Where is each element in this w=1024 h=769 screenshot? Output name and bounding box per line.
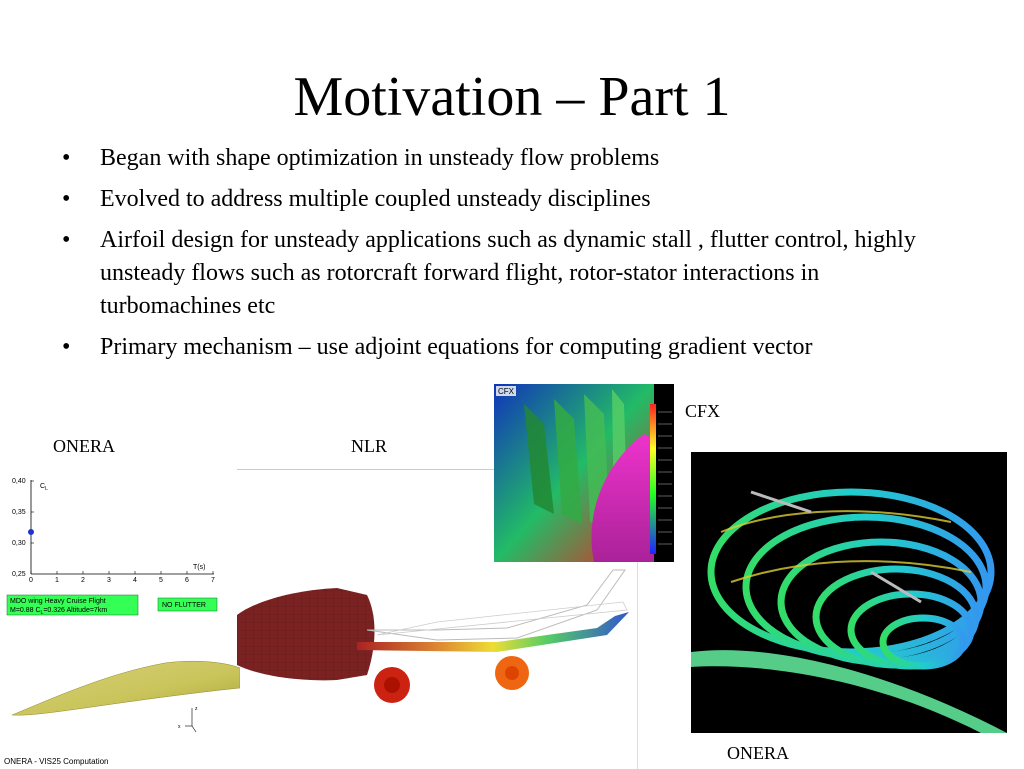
figure-footer: ONERA - VIS25 Computation [4,757,109,766]
y-tick-label: 0,30 [12,540,26,547]
onera-vortex-figure [691,452,1007,733]
bullet-item: • Primary mechanism – use adjoint equatio… [62,331,962,364]
bullet-dot: • [62,186,71,212]
onera-flutter-figure: 0,40 0,35 0,30 0,25 0 1 2 3 4 5 6 7 CL T… [0,470,240,768]
bullet-list: • Began with shape optimization in unstea… [62,142,962,372]
bullet-dot: • [62,227,71,253]
bullet-item: • Began with shape optimization in unstea… [62,142,962,175]
cfx-turbomachine-figure: CFX [494,384,674,562]
wing-pressure-surface [357,612,629,652]
flutter-status-label: NO FLUTTER [162,602,206,609]
bullet-text: Airfoil design for unsteady applications… [100,227,916,319]
bullet-dot: • [62,145,71,171]
wing-wireframe [366,569,626,641]
y-axis-label: CL [40,483,48,492]
slide-title: Motivation – Part 1 [293,66,731,128]
x-tick-label: 0 [29,577,33,584]
bullet-text: Primary mechanism – use adjoint equation… [100,334,813,360]
y-tick-label: 0,40 [12,478,26,485]
bullet-text: Evolved to address multiple coupled unst… [100,186,651,212]
axis-x-label: x [178,724,181,730]
wing-surface [11,660,240,716]
caption-onera-right: ONERA [727,743,789,763]
flight-info-line1: MDO wing Heavy Cruise Flight [10,598,106,605]
y-tick-label: 0,25 [12,571,26,578]
x-tick-label: 5 [159,577,163,584]
flight-info-line2: M=0.88 CL=0.326 Altitude=7km [10,607,107,616]
cfx-logo: CFX [498,387,515,396]
x-tick-label: 3 [107,577,111,584]
x-tick-label: 6 [185,577,189,584]
flutter-status-box [157,597,218,612]
x-axis-label: T(s) [193,564,205,571]
nlr-aircraft-figure [237,469,638,769]
flight-info-box [6,594,139,616]
bullet-item: • Evolved to address multiple coupled uns… [62,183,962,216]
data-point [28,529,34,535]
x-tick-label: 4 [133,577,137,584]
bullet-dot: • [62,334,71,360]
caption-onera-left: ONERA [53,436,115,456]
bullet-item: • Airfoil design for unsteady application… [62,224,962,323]
y-tick-label: 0,35 [12,509,26,516]
caption-cfx: CFX [685,401,721,421]
x-tick-label: 7 [211,577,215,584]
x-tick-label: 1 [55,577,59,584]
rotor-blade [591,434,654,562]
color-legend [650,404,656,554]
rotor-hub [691,650,1007,733]
bullet-text: Began with shape optimization in unstead… [100,145,660,171]
caption-nlr: NLR [351,436,387,456]
fuselage-mesh [237,588,375,681]
axis-z-label: z [195,706,198,712]
x-tick-label: 2 [81,577,85,584]
